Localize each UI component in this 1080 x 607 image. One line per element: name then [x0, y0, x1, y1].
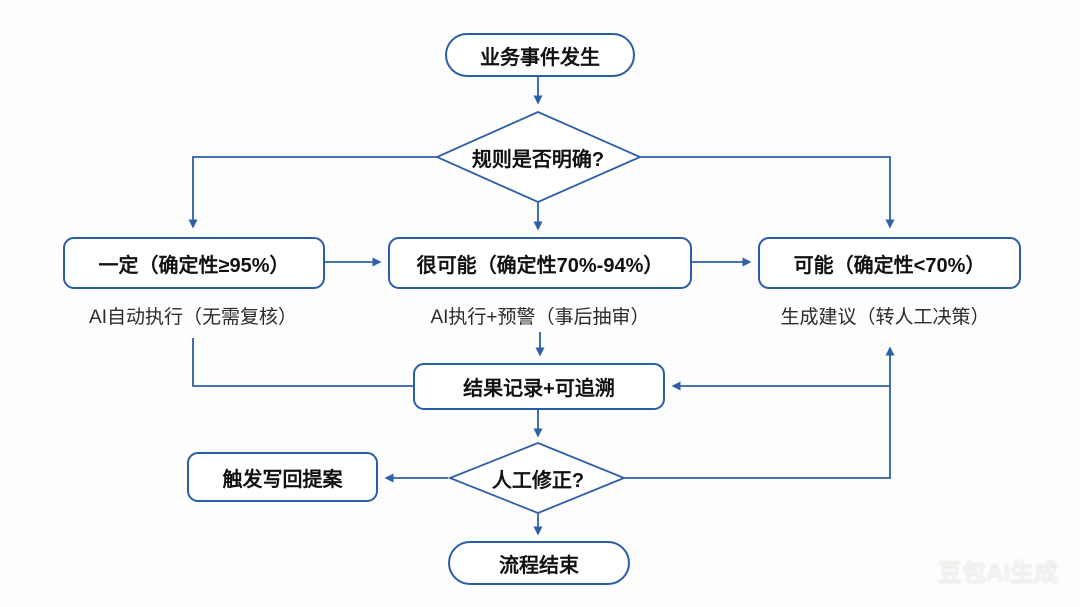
node-rule-decision-label: 规则是否明确? [471, 148, 605, 171]
edge-certain-branch-to-record [192, 338, 413, 387]
caption-branch-possible: 生成建议（转人工决策） [780, 307, 990, 328]
node-record: 结果记录+可追溯 [413, 363, 665, 410]
node-branch-possible: 可能（确定性<70%） [758, 237, 1021, 289]
node-end-label: 流程结束 [499, 554, 579, 577]
rule-decision-diamond [434, 111, 643, 203]
node-start-label: 业务事件发生 [480, 46, 600, 69]
node-writeback: 触发写回提案 [187, 452, 378, 502]
edge-rule-to-possible [640, 156, 895, 229]
node-branch-certain-label: 一定（确定性≥95%） [98, 254, 290, 277]
edge-manual-to-possible-feedback [624, 346, 895, 479]
ai-watermark: 豆包AI生成 [938, 559, 1058, 586]
node-start: 业务事件发生 [445, 33, 635, 77]
node-end: 流程结束 [448, 541, 630, 585]
node-branch-possible-label: 可能（确定性<70%） [793, 254, 986, 277]
caption-branch-certain: AI自动执行（无需复核） [89, 307, 297, 328]
node-branch-certain: 一定（确定性≥95%） [63, 237, 325, 289]
edge-rule-to-certain [188, 156, 437, 229]
node-manual-decision-label: 人工修正? [491, 469, 585, 492]
node-branch-likely: 很可能（确定性70%-94%） [388, 237, 692, 289]
manual-decision-diamond [447, 442, 627, 514]
node-record-label: 结果记录+可追溯 [463, 378, 615, 400]
caption-branch-likely: AI执行+预警（事后抽审） [430, 307, 650, 328]
node-writeback-label: 触发写回提案 [222, 468, 343, 491]
node-branch-likely-label: 很可能（确定性70%-94%） [416, 254, 664, 277]
